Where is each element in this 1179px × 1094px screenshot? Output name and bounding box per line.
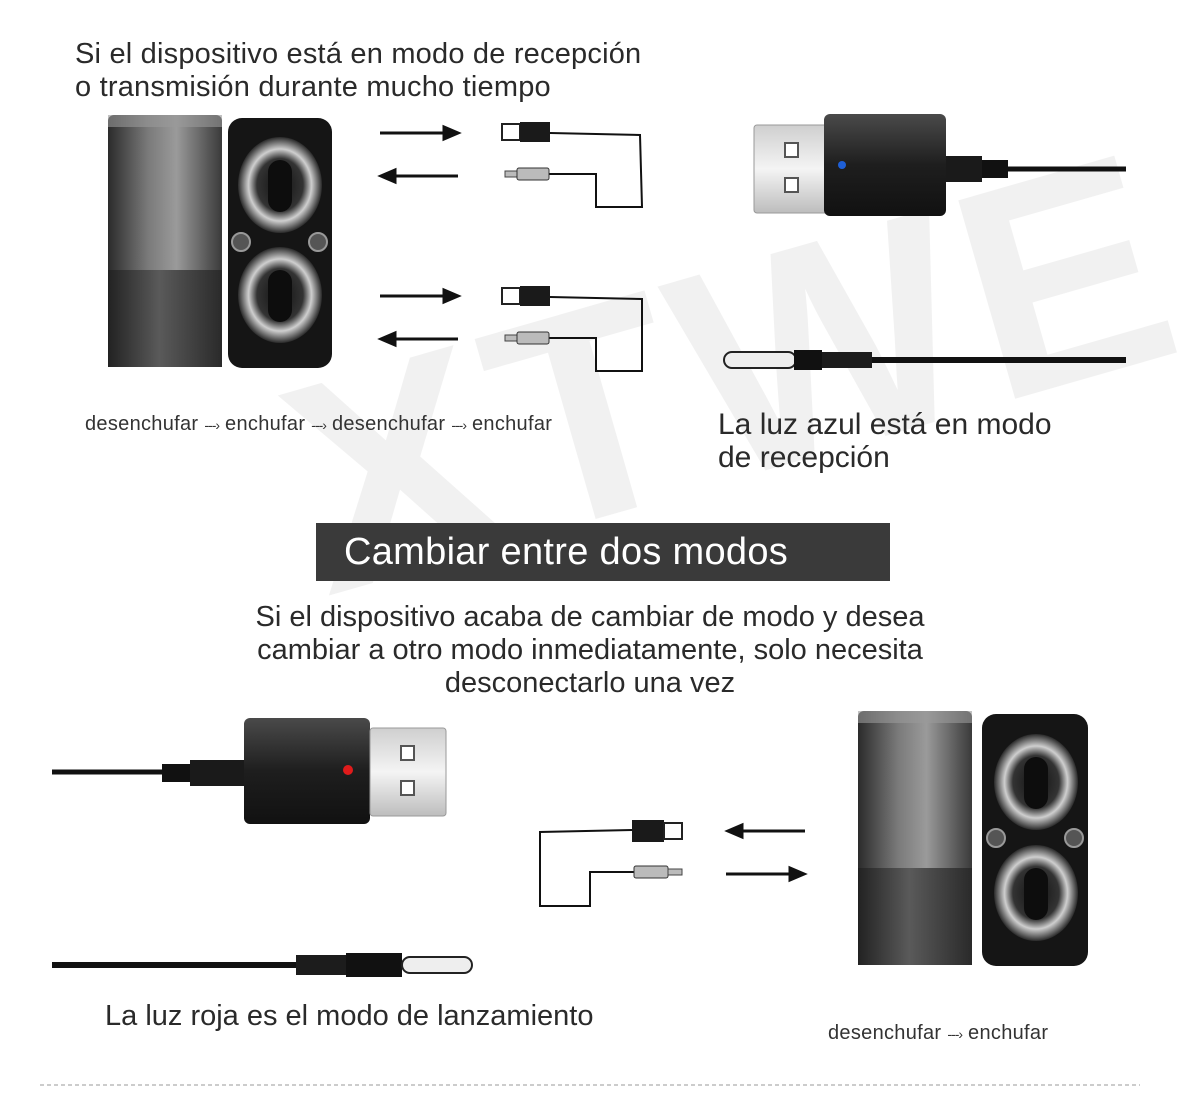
- blue-caption-line2: de recepción: [718, 441, 890, 474]
- usb-cable-icon: [501, 286, 643, 372]
- middle-line2: cambiar a otro modo inmediatamente, solo…: [257, 634, 923, 666]
- sequence-arrow: ---›: [204, 417, 220, 433]
- usb-adapter-icon: [52, 718, 447, 824]
- sequence-step: enchufar: [471, 413, 553, 435]
- blue-led: [838, 161, 846, 169]
- sequence-step: desenchufar: [331, 413, 446, 435]
- sequence-arrow: ---›: [947, 1026, 963, 1042]
- top-sequence: desenchufar---›enchufar---›desenchufar--…: [85, 413, 552, 436]
- arrow-icon: [377, 124, 462, 348]
- sequence-arrow: ---›: [311, 417, 327, 433]
- blue-caption-line1: La luz azul está en modo: [718, 408, 1052, 441]
- usb-adapter-icon: [753, 114, 1126, 216]
- audio-jack-icon: [52, 953, 473, 977]
- speaker-icon: [108, 115, 332, 368]
- arrow-icon: [724, 822, 808, 883]
- sequence-step: enchufar: [225, 413, 306, 435]
- sequence-arrow: ---›: [451, 417, 467, 433]
- sequence-step: enchufar: [968, 1022, 1049, 1044]
- top-heading-line2: o transmisión durante mucho tiempo: [75, 71, 551, 103]
- usb-cable-icon: [501, 122, 644, 208]
- middle-line1: Si el dispositivo acaba de cambiar de mo…: [255, 601, 925, 633]
- sequence-step: desenchufar: [828, 1022, 942, 1044]
- red-led: [343, 765, 353, 775]
- speaker-icon: [858, 711, 1088, 966]
- usb-cable-icon: [539, 820, 683, 907]
- middle-instructions: Si el dispositivo acaba de cambiar de mo…: [180, 601, 1000, 700]
- blue-caption: La luz azul está en modo de recepción: [718, 408, 1052, 474]
- middle-line3: desconectarlo una vez: [444, 667, 736, 699]
- top-heading: Si el dispositivo está en modo de recepc…: [75, 38, 641, 104]
- sequence-step: desenchufar: [85, 413, 199, 435]
- red-caption: La luz roja es el modo de lanzamiento: [105, 1000, 594, 1032]
- banner-title: Cambiar entre dos modos: [344, 531, 789, 573]
- bottom-sequence: desenchufar ---› enchufar: [828, 1022, 1048, 1045]
- audio-jack-icon: [723, 350, 1126, 370]
- top-heading-line1: Si el dispositivo está en modo de recepc…: [75, 38, 642, 70]
- section-banner: Cambiar entre dos modos: [316, 523, 890, 581]
